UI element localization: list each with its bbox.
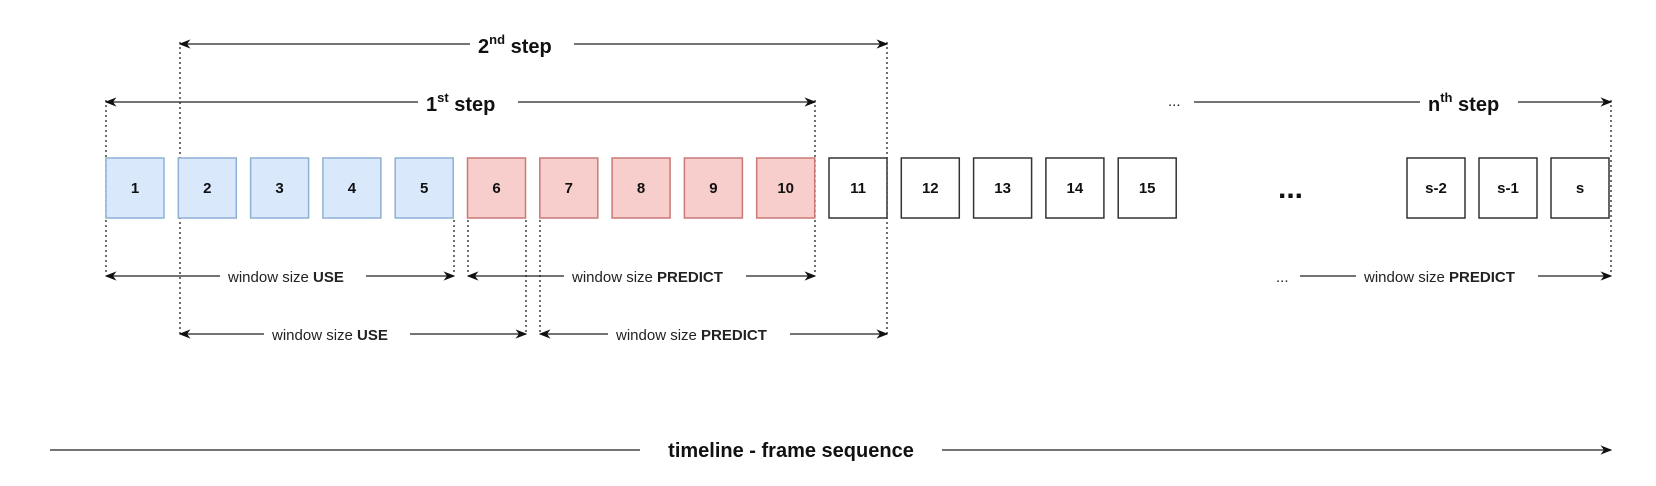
- frame-label: 15: [1139, 180, 1156, 197]
- frame-15: 15: [1117, 157, 1177, 219]
- frame-2: 2: [177, 157, 238, 219]
- frame-1: 1: [105, 157, 165, 219]
- frame-9: 9: [683, 157, 744, 219]
- window-use-2-label: window size USE: [271, 327, 388, 344]
- frame-box: [972, 157, 1033, 219]
- frame-box: [683, 157, 744, 219]
- window-use-1: window size USE: [104, 264, 456, 288]
- step-1-label: 1st step: [426, 90, 495, 116]
- frame-box: [177, 157, 238, 219]
- frame-label: 5: [420, 180, 428, 197]
- frame-box: [828, 157, 888, 219]
- window-predict-n-ellipsis: ...: [1276, 269, 1289, 286]
- frame-label: 2: [203, 180, 211, 197]
- frame-box: [394, 157, 454, 219]
- frame-3: 3: [249, 157, 310, 219]
- step-n-label: nth step: [1428, 90, 1499, 116]
- frame-label: 9: [709, 180, 717, 197]
- frame-label: 4: [348, 180, 357, 197]
- frame-label: s: [1576, 180, 1584, 197]
- window-predict-n-label: window size PREDICT: [1363, 269, 1515, 286]
- frame-box: [322, 157, 382, 219]
- frame-box: [900, 157, 961, 219]
- frame-box: [1406, 157, 1466, 219]
- step-2-label: 2nd step: [478, 32, 552, 58]
- window-predict-1-label: window size PREDICT: [571, 269, 723, 286]
- frame-11: 11: [828, 157, 888, 219]
- frame-box: [611, 157, 671, 219]
- timeline-label: timeline - frame sequence: [668, 440, 914, 462]
- frame-label: 8: [637, 180, 645, 197]
- frame-label: 10: [777, 180, 794, 197]
- frame-12: 12: [900, 157, 961, 219]
- frame-label: 11: [850, 180, 866, 197]
- window-predict-1: window size PREDICT: [466, 264, 817, 288]
- frame-box: [755, 157, 816, 219]
- frame-14: 14: [1045, 157, 1105, 219]
- frame-8: 8: [611, 157, 671, 219]
- frame-4: 4: [322, 157, 382, 219]
- frame-box: [539, 157, 599, 219]
- window-use-1-label: window size USE: [227, 269, 344, 286]
- frames-ellipsis: ...: [1278, 172, 1303, 205]
- frame-label: 3: [275, 180, 283, 197]
- frame-box: [1478, 157, 1538, 219]
- timeline: timeline - frame sequence: [50, 434, 1613, 466]
- frame-box: [105, 157, 165, 219]
- frame-label: s-1: [1497, 180, 1519, 197]
- frame-13: 13: [972, 157, 1033, 219]
- frame-box: [1550, 157, 1610, 219]
- window-predict-2-label: window size PREDICT: [615, 327, 767, 344]
- frame-box: [1117, 157, 1177, 219]
- frame-box: [249, 157, 310, 219]
- frame-label: 1: [131, 180, 139, 197]
- frame-s-1: s-1: [1478, 157, 1538, 219]
- frame-7: 7: [539, 157, 599, 219]
- frame-label: 7: [565, 180, 573, 197]
- frame-s: s: [1550, 157, 1610, 219]
- step-n-dimension: ... nth step: [1168, 88, 1613, 118]
- step-1-dimension: 1st step: [104, 88, 817, 118]
- window-predict-2: window size PREDICT: [538, 322, 889, 346]
- frame-5: 5: [394, 157, 454, 219]
- frame-box: [466, 157, 527, 219]
- frame-label: 14: [1067, 180, 1084, 197]
- frame-10: 10: [755, 157, 816, 219]
- frame-label: s-2: [1425, 180, 1447, 197]
- frame-label: 6: [492, 180, 500, 197]
- step-2-dimension: 2nd step: [178, 30, 889, 60]
- frame-label: 13: [994, 180, 1011, 197]
- step-n-ellipsis: ...: [1168, 93, 1181, 110]
- frame-6: 6: [466, 157, 527, 219]
- frame-box: [1045, 157, 1105, 219]
- frame-s-2: s-2: [1406, 157, 1466, 219]
- window-use-2: window size USE: [178, 322, 528, 346]
- frame-label: 12: [922, 180, 939, 197]
- window-predict-n: ... window size PREDICT: [1276, 264, 1613, 288]
